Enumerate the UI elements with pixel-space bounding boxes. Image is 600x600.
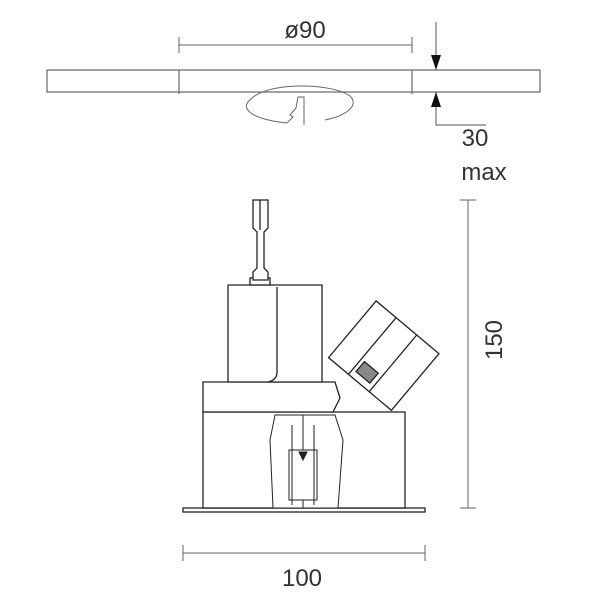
height-dimension [460, 199, 476, 509]
thickness-suffix: max [461, 159, 506, 186]
rotation-icon [245, 85, 354, 125]
driver-body [227, 284, 323, 383]
spring-clip [269, 414, 344, 509]
width-dimension [182, 545, 426, 561]
width-label: 100 [282, 565, 322, 592]
ceiling-section [46, 69, 541, 94]
thickness-dimension [431, 22, 486, 126]
diameter-dimension [178, 37, 413, 53]
downlight-fixture [182, 199, 440, 513]
tilted-lamp-head [327, 300, 440, 412]
collar [202, 381, 341, 413]
diameter-label: ø90 [284, 17, 325, 44]
height-label: 150 [481, 320, 508, 360]
cable-clamp [252, 199, 269, 281]
thickness-value: 30 [462, 125, 489, 152]
